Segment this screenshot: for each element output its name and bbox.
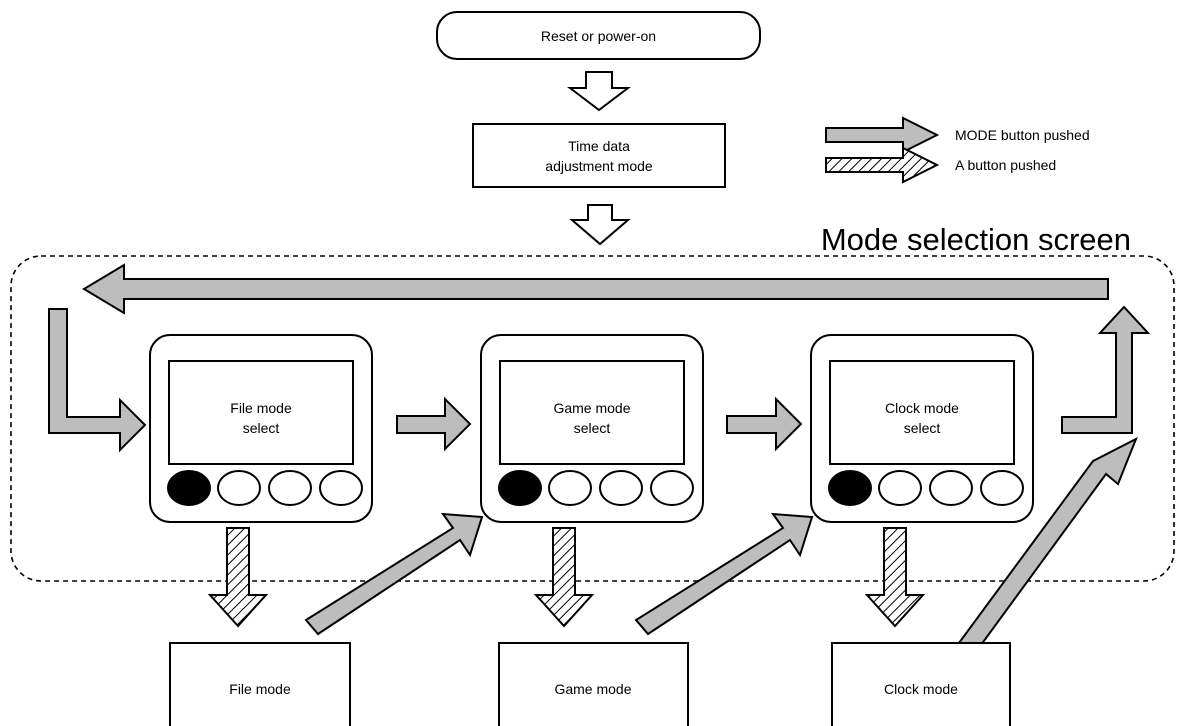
legend: MODE button pushed A button pushed [825, 116, 1090, 184]
screen-file-button-4 [319, 470, 363, 506]
reset-node-label: Reset or power-on [541, 28, 656, 44]
screen-clock-select: Clock mode select [810, 334, 1034, 523]
screen-clock-button-3 [929, 470, 973, 506]
legend-mode-label: MODE button pushed [955, 127, 1090, 143]
mode-selection-region [10, 255, 1175, 582]
legend-a-label: A button pushed [955, 157, 1056, 173]
mode-arrow-game-mode-to-clock-select [634, 512, 814, 636]
mode-arrow-game-to-clock [726, 396, 803, 452]
legend-a-arrow-icon [825, 146, 940, 184]
mode-return-arrow [82, 263, 1109, 315]
clock-mode-label: Clock mode [884, 681, 958, 697]
file-mode-box: File mode [169, 642, 351, 726]
legend-mode-arrow-icon [825, 116, 940, 154]
screen-clock-button-4 [980, 470, 1024, 506]
flow-down-arrow-1 [567, 71, 631, 112]
screen-clock-button-1 [828, 470, 872, 506]
a-arrow-to-game-mode [533, 527, 595, 628]
mode-exit-arrow [1061, 305, 1151, 434]
screen-game-button-4 [650, 470, 694, 506]
a-arrow-to-file-mode [207, 527, 269, 628]
screen-game-button-1 [498, 470, 542, 506]
screen-clock-button-2 [878, 470, 922, 506]
mode-arrow-file-mode-to-game-select [304, 512, 484, 636]
screen-clock-line1: Clock mode [885, 400, 959, 416]
clock-mode-box: Clock mode [831, 642, 1011, 726]
screen-game-button-2 [548, 470, 592, 506]
screen-game-line2: select [574, 420, 611, 436]
screen-file-line2: select [243, 420, 280, 436]
screen-file-select: File mode select [149, 334, 373, 523]
screen-game-button-3 [599, 470, 643, 506]
screen-clock-line2: select [904, 420, 941, 436]
mode-entry-arrow [48, 308, 147, 453]
file-mode-label: File mode [229, 681, 291, 697]
screen-game-select: Game mode select [480, 334, 704, 523]
screen-file-button-1 [167, 470, 211, 506]
screen-game-line1: Game mode [553, 400, 630, 416]
flow-down-arrow-2 [569, 204, 631, 246]
region-title: Mode selection screen [821, 222, 1131, 257]
reset-node: Reset or power-on [436, 11, 761, 60]
adjustment-node-line2: adjustment mode [545, 158, 653, 174]
screen-file-button-2 [217, 470, 261, 506]
game-mode-box: Game mode [498, 642, 689, 726]
mode-arrow-file-to-game [396, 396, 472, 452]
adjustment-node-line1: Time data [568, 138, 630, 154]
adjustment-mode-node: Time data adjustment mode [472, 123, 726, 188]
screen-file-button-3 [268, 470, 312, 506]
mode-arrow-clock-mode-to-exit [954, 436, 1138, 662]
screen-file-line1: File mode [230, 400, 292, 416]
a-arrow-to-clock-mode [864, 527, 926, 628]
game-mode-label: Game mode [554, 681, 631, 697]
